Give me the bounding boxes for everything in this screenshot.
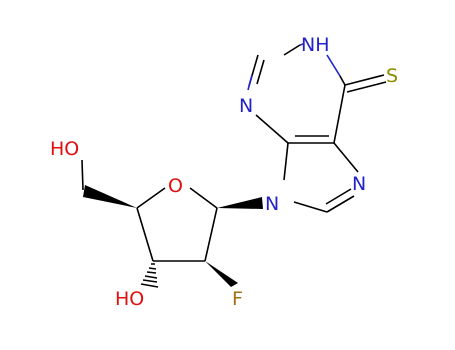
- label-s: S: [386, 65, 398, 87]
- bond-c8-n9: [293, 201, 328, 213]
- label-nh: NH: [301, 34, 330, 56]
- bond-c5-c6: [333, 84, 346, 144]
- bond-n1-c2: [283, 44, 301, 56]
- bond-n7-c8: [326, 195, 355, 213]
- bond-c5-n7: [333, 142, 359, 173]
- hash-c3-oh: [140, 263, 159, 288]
- label-ho-bottom: HO: [115, 288, 144, 310]
- bond-c3-c4: [136, 207, 154, 262]
- bond-c2-n3-blue: [247, 74, 253, 91]
- bond-n1-c2-n: [299, 43, 304, 46]
- label-f: F: [232, 288, 243, 310]
- bond-c6-s: [344, 74, 385, 86]
- bond-c2-n3-double: [256, 59, 265, 85]
- bond-c6-n1: [326, 54, 341, 77]
- label-o-ring: O: [168, 175, 183, 197]
- wedge-c2-f: [205, 261, 238, 287]
- bond-c6-n1-c: [339, 75, 346, 86]
- purine-bonds: [247, 43, 387, 213]
- label-ho-top: HO: [50, 138, 79, 160]
- label-n-glycosidic: N: [265, 193, 279, 215]
- bond-o-c1: [189, 187, 218, 209]
- label-n-left: N: [239, 95, 253, 117]
- atom-labels: NH S N N N O HO HO F: [50, 34, 398, 310]
- bond-c6-s-double: [346, 81, 387, 93]
- bond-n9-c4: [283, 142, 289, 181]
- wedge-c4-c5: [83, 185, 137, 208]
- bond-c5-ho: [81, 159, 84, 191]
- bond-n7-c8-double: [325, 188, 352, 205]
- label-n-imidazole: N: [352, 173, 366, 195]
- bond-c4-o: [136, 187, 166, 209]
- bond-n3-c4: [255, 114, 289, 144]
- sugar-bonds: [81, 159, 218, 262]
- wedge-c1-n9: [217, 197, 263, 209]
- bond-c1-c2: [204, 207, 218, 262]
